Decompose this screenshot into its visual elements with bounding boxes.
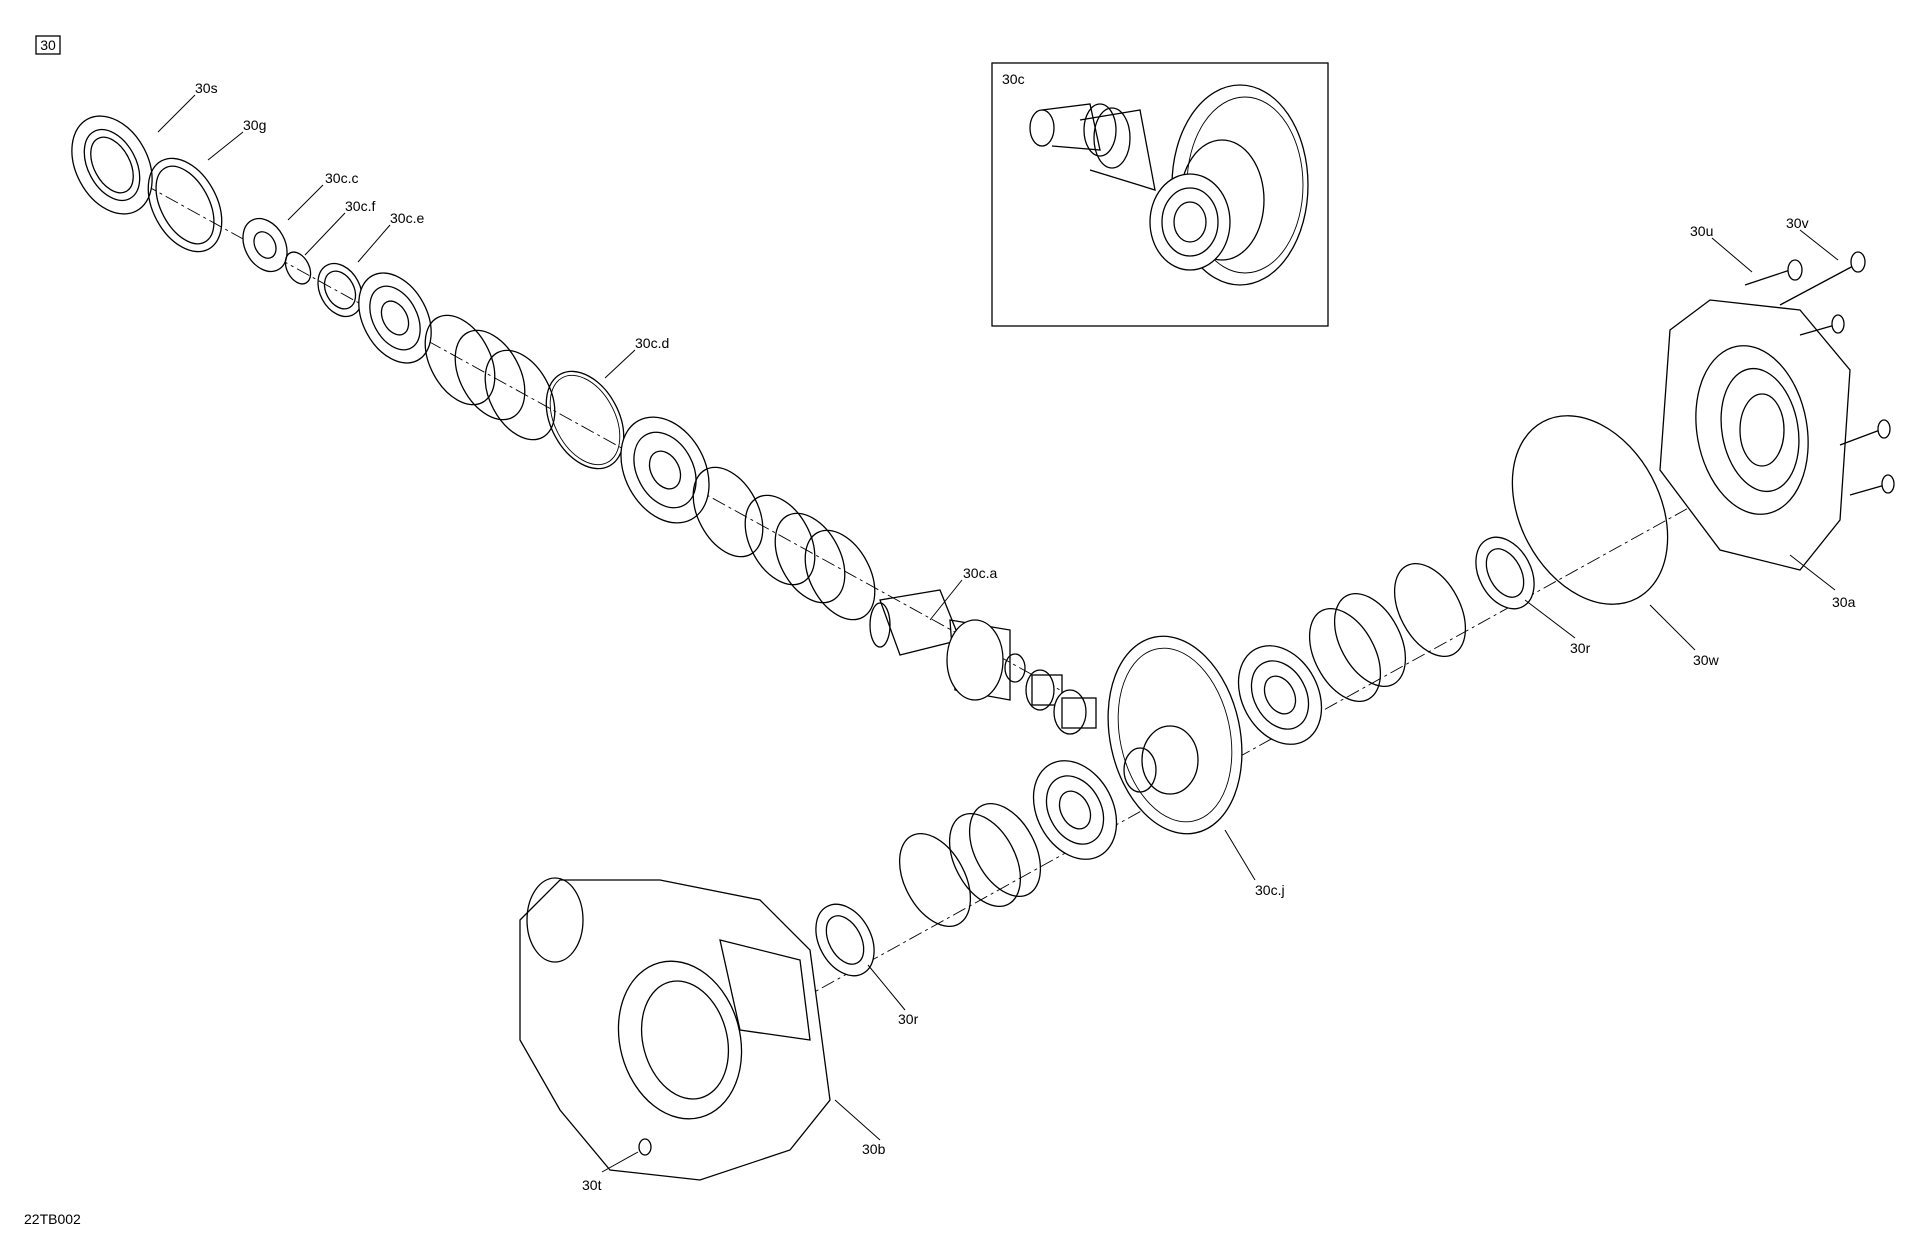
label-30s: 30s [195, 80, 218, 96]
label-30c-c: 30c.c [325, 170, 358, 186]
inset-box-30c: 30c [991, 62, 1329, 327]
label-30b: 30b [862, 1141, 886, 1157]
part-bearing-lower [1032, 760, 1118, 860]
part-shim-stack-upper [424, 314, 556, 441]
part-shim-stack-lower [898, 803, 1042, 927]
inset-bearing [1149, 173, 1231, 271]
label-30r-left: 30r [898, 1011, 919, 1027]
inset-label: 30c [1002, 71, 1025, 87]
inset-pinion-assembly [1029, 103, 1156, 191]
part-30w-o-ring [1511, 415, 1669, 605]
label-30c-a: 30c.a [963, 565, 997, 581]
part-30r-seal-right [1475, 536, 1535, 610]
part-30c-d-ring [545, 370, 625, 470]
label-30a: 30a [1832, 594, 1856, 610]
part-30a-cover [1659, 299, 1851, 571]
leader-lines [157, 94, 1839, 1173]
part-pinion-bushings [1025, 669, 1097, 735]
part-30r-seal-left [815, 903, 875, 977]
callout-labels: 30s 30g 30c.c 30c.f 30c.e 30c.d 30c.a 30… [195, 80, 1856, 1193]
page-tag-text: 30 [40, 37, 56, 53]
label-30u: 30u [1690, 223, 1713, 239]
part-30s-seal [71, 115, 153, 215]
part-shim-stack-middle [692, 466, 876, 621]
part-30u-bolt [1744, 259, 1803, 286]
page-tag: 30 [35, 35, 61, 55]
part-30c-j-ring-gear [1107, 635, 1243, 835]
part-bearing-upper-2 [620, 416, 710, 524]
label-30c-d: 30c.d [635, 335, 669, 351]
part-shim-stack-right [1308, 563, 1467, 702]
part-30t-plug [638, 1138, 652, 1156]
label-30v: 30v [1786, 215, 1809, 231]
part-30c-e-spacer [317, 262, 363, 318]
part-30c-a-pinion [869, 589, 1026, 701]
part-30v-bolt [1779, 251, 1866, 306]
figure-code: 22TB002 [24, 1211, 81, 1227]
part-bearing-upper-1 [358, 272, 432, 364]
label-30t: 30t [582, 1177, 602, 1193]
part-30b-housing [519, 877, 831, 1181]
part-bearing-right [1237, 645, 1323, 745]
label-30g: 30g [243, 117, 266, 133]
label-30r-right: 30r [1570, 640, 1591, 656]
label-30c-e: 30c.e [390, 210, 424, 226]
part-30c-c-nut [242, 217, 288, 273]
label-30c-j: 30c.j [1255, 882, 1285, 898]
part-cover-bolts [1799, 314, 1895, 496]
part-30c-f-ring [284, 251, 312, 285]
label-30w: 30w [1693, 652, 1720, 668]
part-30g-ring [147, 157, 223, 253]
label-30c-f: 30c.f [345, 198, 375, 214]
